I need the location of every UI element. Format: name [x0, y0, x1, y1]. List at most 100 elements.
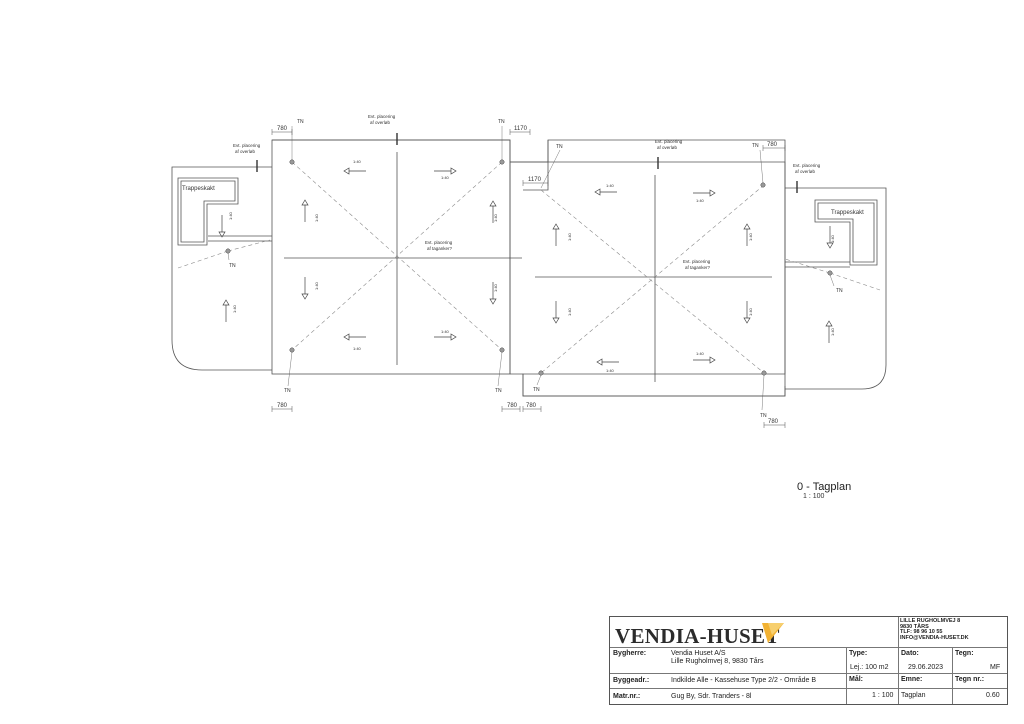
tn-label: TN — [760, 413, 767, 419]
slope-label: 1:40 — [232, 304, 237, 313]
overflow-label: Evt. placering — [233, 143, 261, 148]
tegn-label: Tegn: — [955, 650, 974, 657]
slope-arrow-icon — [552, 301, 560, 324]
tn-label: TN — [229, 263, 236, 269]
slope-arrow-icon — [489, 200, 497, 223]
dimension-label: 780 — [767, 142, 778, 148]
valley-dashed-line — [177, 250, 229, 269]
slope-label: 1:40 — [441, 329, 450, 334]
slope-label: 1:40 — [353, 159, 362, 164]
right-stair-shaft — [814, 199, 878, 266]
slope-label: 1:40 — [567, 307, 572, 316]
company-address-line: LILLE RUGHOLMVEJ 8 — [900, 618, 961, 624]
slope-arrow-icon — [301, 199, 309, 222]
roof-drain-marker — [760, 182, 766, 188]
anchor-label: af taganker? — [685, 265, 711, 270]
dimension-label: 780 — [507, 403, 518, 409]
anchor-label: Evt. placering — [683, 259, 711, 264]
roof-drain-marker — [289, 159, 295, 165]
valley-dashed-line — [540, 184, 765, 374]
dimension-label: 780 — [526, 403, 537, 409]
company-address-line: TLF: 98 96 10 55 — [900, 629, 943, 635]
slope-label: 1:40 — [830, 327, 835, 336]
valley-dashed-line — [829, 272, 881, 291]
overflow-label: Evt. placering — [368, 114, 396, 119]
slope-arrow-icon — [743, 223, 751, 246]
leader-line — [287, 351, 293, 387]
slope-arrow-icon — [552, 223, 560, 246]
company-address-line: 9830 TÅRS — [900, 623, 929, 630]
slope-label: 1:40 — [606, 368, 615, 373]
slope-label: 1:40 — [493, 213, 498, 222]
dimension-label: 780 — [768, 419, 779, 425]
anchor-label: Evt. placering — [425, 240, 453, 245]
sheet-title: 0 - Tagplan — [797, 481, 852, 493]
slope-arrow-icon — [693, 189, 716, 197]
slope-arrow-icon — [826, 226, 834, 249]
overflow-label: af overløb — [235, 149, 256, 154]
overflow-label: Evt. placering — [793, 163, 821, 168]
slope-label: 1:40 — [314, 213, 319, 222]
leader-line — [540, 149, 561, 189]
slope-label: 1:40 — [606, 183, 615, 188]
leader-line — [536, 374, 542, 386]
roof-drain-marker — [761, 370, 767, 376]
tegn-value: MF — [990, 664, 1001, 671]
slope-arrow-icon — [434, 333, 457, 341]
dimension-label: 1170 — [528, 177, 542, 183]
logo-mark-icon — [762, 623, 784, 643]
slope-arrow-icon — [743, 301, 751, 324]
sheet-scale: 1 : 100 — [803, 493, 825, 500]
slope-arrow-icon — [693, 356, 716, 364]
emne-value: Tagplan — [901, 692, 926, 699]
valley-dashed-line — [540, 189, 765, 374]
leader-line — [829, 274, 835, 287]
slope-arrow-icon — [301, 277, 309, 300]
slope-arrow-icon — [489, 282, 497, 305]
valley-dashed-line — [227, 239, 271, 252]
leader-line — [759, 149, 764, 184]
tn-label: TN — [556, 144, 563, 150]
tn-label: TN — [498, 119, 505, 125]
slope-label: 1:40 — [228, 211, 233, 220]
maal-value: 1 : 100 — [872, 692, 894, 699]
bygherre-name: Vendia Huset A/S — [671, 650, 726, 657]
slope-arrow-icon — [434, 167, 457, 175]
slope-arrow-icon — [343, 167, 366, 175]
roof-drain-marker — [499, 347, 505, 353]
dimension-label: 780 — [277, 126, 288, 132]
dimension-label: 780 — [277, 403, 288, 409]
slope-label: 1:40 — [748, 307, 753, 316]
left-stair-shaft-inner — [180, 180, 236, 243]
slope-label: 1:40 — [696, 351, 705, 356]
emne-label: Emne: — [901, 676, 923, 683]
roof-drain-marker — [289, 347, 295, 353]
tn-label: TN — [297, 119, 304, 125]
tegnnr-value: 0.60 — [986, 692, 1000, 699]
leader-line — [497, 351, 503, 387]
slope-arrow-icon — [218, 215, 226, 238]
right-stair-shaft-inner — [817, 202, 875, 263]
valley-dashed-line — [291, 161, 503, 351]
type-label: Type: — [849, 650, 868, 657]
overflow-label: af overløb — [795, 169, 816, 174]
company-address: LILLE RUGHOLMVEJ 8 9830 TÅRS TLF: 98 96 … — [900, 618, 969, 641]
matr-value: Gug By, Sdr. Tranders - 8l — [671, 693, 752, 700]
title-block: VENDIA-HUSET LILLE RUGHOLMVEJ 8 9830 TÅR… — [609, 616, 1008, 705]
right-annex-outline — [785, 187, 887, 390]
dato-label: Dato: — [901, 650, 919, 657]
overflow-label: af overløb — [657, 145, 678, 150]
slope-arrow-icon — [343, 333, 366, 341]
slope-label: 1:40 — [314, 281, 319, 290]
slope-label: 1:40 — [493, 283, 498, 292]
leader-line — [761, 374, 765, 411]
tn-label: TN — [533, 387, 540, 393]
valley-dashed-line — [784, 258, 831, 274]
tegnnr-label: Tegn nr.: — [955, 676, 985, 683]
roof-drain-marker — [225, 248, 231, 254]
roof-drain-marker — [538, 370, 544, 376]
left-stair-shaft — [177, 177, 239, 246]
bygherre-address: Lille Rugholmvej 8, 9830 Tårs — [671, 658, 764, 665]
slope-arrow-icon — [594, 188, 617, 196]
